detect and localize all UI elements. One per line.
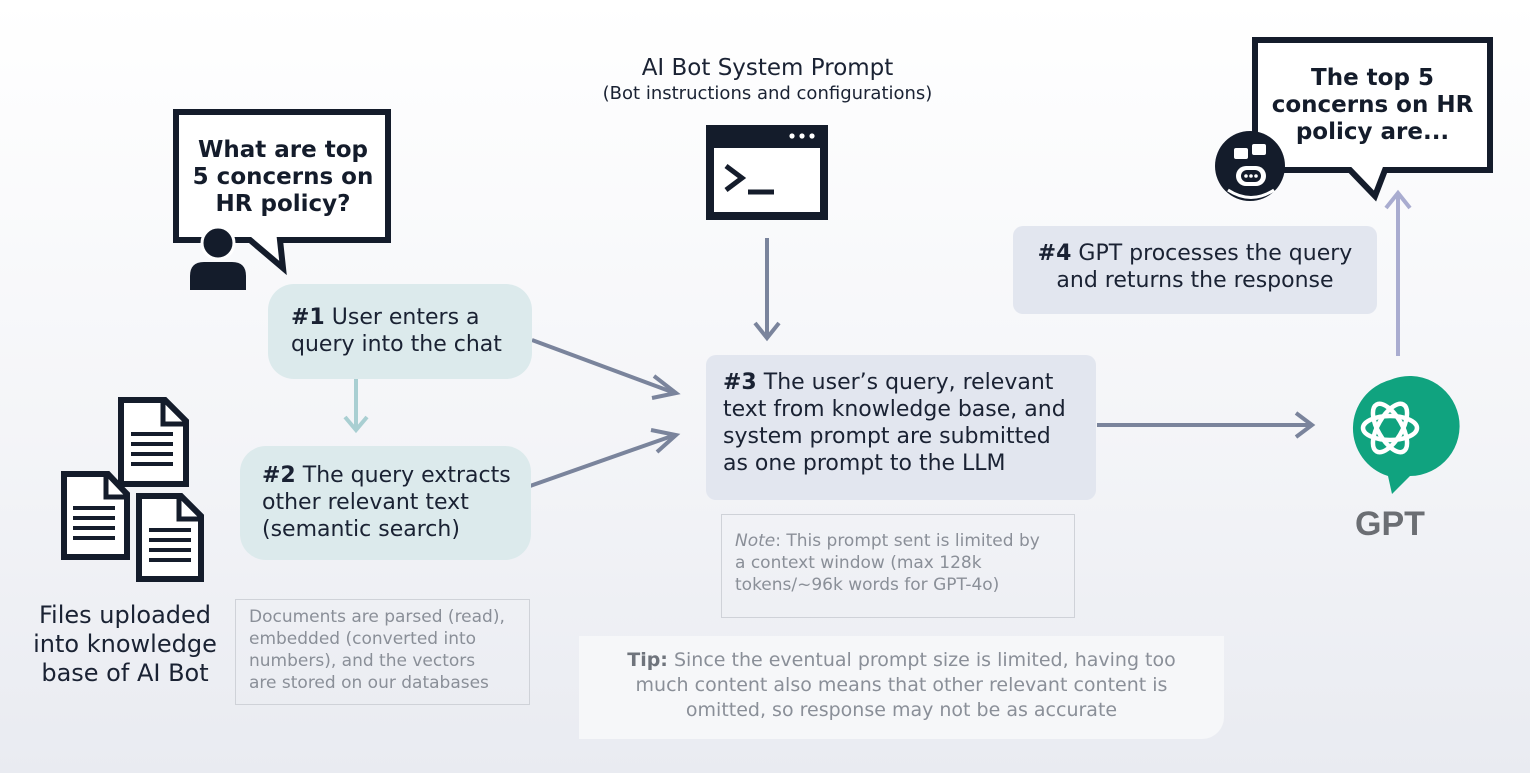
openai-logo-icon xyxy=(1352,376,1460,494)
person-icon xyxy=(190,225,246,290)
step1-line: query into the chat xyxy=(291,332,502,357)
step2-line: other relevant text xyxy=(262,490,469,515)
system-prompt-subtitle: (Bot instructions and configurations) xyxy=(602,83,933,104)
documents-note-line: are stored on our databases xyxy=(249,673,489,693)
note-line: tokens/~96k words for GPT-4o) xyxy=(735,575,1000,595)
arrow-step1-to-step3 xyxy=(531,338,681,400)
system-prompt-title: AI Bot System Prompt xyxy=(641,55,894,81)
chatbot-icon xyxy=(1215,131,1285,201)
note-line: a context window (max 128k xyxy=(735,553,982,573)
tip-box: Tip: Since the eventual prompt size is l… xyxy=(579,636,1224,739)
step4-box: #4 GPT processes the query and returns t… xyxy=(1013,226,1377,314)
step4-number: #4 xyxy=(1037,241,1072,266)
response-text: The top 5 concerns on HR policy are... xyxy=(1265,65,1480,146)
response-line: concerns on HR xyxy=(1271,92,1474,118)
terminal-icon xyxy=(706,125,828,220)
context-window-note: Note: This prompt sent is limited by a c… xyxy=(721,514,1075,618)
tip-label: Tip: xyxy=(627,649,668,671)
user-question-text: What are top 5 concerns on HR policy? xyxy=(186,137,380,218)
arrow-step2-to-step3 xyxy=(529,428,681,488)
arrow-gpt-to-response xyxy=(1384,189,1412,356)
response-line: The top 5 xyxy=(1311,65,1434,91)
step2-number: #2 xyxy=(262,463,296,488)
step1-number: #1 xyxy=(291,305,325,330)
step3-number: #3 xyxy=(723,370,757,395)
files-uploaded-label: Files uploaded into knowledge base of AI… xyxy=(20,601,230,688)
gpt-label: GPT xyxy=(1355,505,1425,543)
files-label-line: Files uploaded xyxy=(38,601,212,629)
step2-line: (semantic search) xyxy=(262,517,460,542)
tip-line: much content also means that other relev… xyxy=(635,674,1168,696)
step3-line: text from knowledge base, and xyxy=(723,397,1066,422)
step3-line: system prompt are submitted xyxy=(723,424,1051,449)
step4-line: GPT processes the query xyxy=(1078,241,1353,266)
files-label-line: into knowledge xyxy=(33,630,217,658)
document-icon xyxy=(61,397,204,582)
step2-line: The query extracts xyxy=(302,463,511,488)
tip-line: omitted, so response may not be as accur… xyxy=(685,699,1118,721)
step1-box: #1 User enters a query into the chat xyxy=(268,284,532,379)
step1-line: User enters a xyxy=(331,305,480,330)
arrow-step1-to-step2 xyxy=(343,378,369,434)
step3-line: The user’s query, relevant xyxy=(763,370,1054,395)
documents-note-line: Documents are parsed (read), xyxy=(249,607,505,627)
arrow-prompt-to-step3 xyxy=(753,238,781,342)
step3-line: as one prompt to the LLM xyxy=(723,451,1006,476)
documents-note: Documents are parsed (read), embedded (c… xyxy=(235,599,530,705)
user-speech-bubble xyxy=(173,109,391,276)
documents-note-line: embedded (converted into xyxy=(249,629,477,649)
note-line: : This prompt sent is limited by xyxy=(775,531,1040,551)
files-label-line: base of AI Bot xyxy=(41,659,209,687)
note-label: Note xyxy=(735,531,776,551)
step2-box: #2 The query extracts other relevant tex… xyxy=(240,446,531,560)
tip-line: Since the eventual prompt size is limite… xyxy=(667,649,1176,671)
arrow-step3-to-gpt xyxy=(1097,411,1316,439)
user-question-line: 5 concerns on xyxy=(192,164,374,190)
step3-box: #3 The user’s query, relevant text from … xyxy=(706,355,1096,500)
step4-line: and returns the response xyxy=(1056,268,1334,293)
user-question-line: What are top xyxy=(198,137,368,163)
user-question-line: HR policy? xyxy=(215,191,351,217)
response-line: policy are... xyxy=(1295,119,1450,145)
documents-note-line: numbers), and the vectors xyxy=(249,651,476,671)
